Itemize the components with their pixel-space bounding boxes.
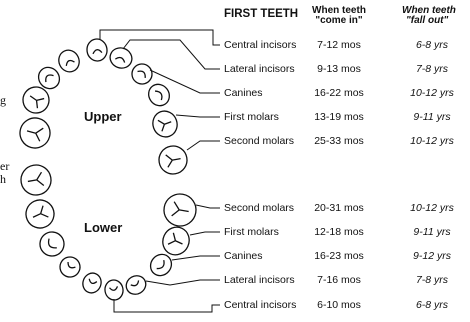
lower-second-molar-icon [19,163,54,198]
table-row-lower: Central incisors 6-10 mos 6-8 yrs [0,298,470,312]
header-come-in-line2: "come in" [308,16,370,26]
table-row-lower: Canines 16-23 mos 9-12 yrs [0,249,470,263]
table-row-upper: First molars 13-19 mos 9-11 yrs [0,110,470,124]
come-in-age: 7-16 mos [308,273,370,287]
tooth-name: Central incisors [224,38,296,52]
tooth-name: First molars [224,110,279,124]
table-row-upper: Second molars 25-33 mos 10-12 yrs [0,134,470,148]
come-in-age: 16-22 mos [308,86,370,100]
fall-out-age: 6-8 yrs [402,298,462,312]
table-row-lower: Second molars 20-31 mos 10-12 yrs [0,201,470,215]
come-in-age: 12-18 mos [308,225,370,239]
table-row-lower: First molars 12-18 mos 9-11 yrs [0,225,470,239]
come-in-age: 13-19 mos [308,110,370,124]
fall-out-age: 10-12 yrs [402,134,462,148]
tooth-name: Second molars [224,201,294,215]
cropped-text-fragment: h [0,173,6,186]
fall-out-age: 10-12 yrs [402,201,462,215]
fall-out-age: 6-8 yrs [402,38,462,52]
come-in-age: 6-10 mos [308,298,370,312]
fall-out-age: 7-8 yrs [402,62,462,76]
upper-second-molar-icon [157,144,189,176]
fall-out-age: 9-11 yrs [402,225,462,239]
tooth-name: Canines [224,86,263,100]
header-fall-out-line2: "fall out" [406,16,470,26]
tooth-name: Central incisors [224,298,296,312]
table-row-upper: Canines 16-22 mos 10-12 yrs [0,86,470,100]
come-in-age: 9-13 mos [308,62,370,76]
come-in-age: 7-12 mos [308,38,370,52]
fall-out-age: 7-8 yrs [402,273,462,287]
tooth-name: Lateral incisors [224,273,295,287]
fall-out-age: 10-12 yrs [402,86,462,100]
tooth-name: Second molars [224,134,294,148]
header-first-teeth: FIRST TEETH [224,9,298,19]
table-row-lower: Lateral incisors 7-16 mos 7-8 yrs [0,273,470,287]
tooth-name: Canines [224,249,263,263]
fall-out-age: 9-12 yrs [402,249,462,263]
fall-out-age: 9-11 yrs [402,110,462,124]
come-in-age: 25-33 mos [308,134,370,148]
table-row-upper: Lateral incisors 9-13 mos 7-8 yrs [0,62,470,76]
tooth-name: Lateral incisors [224,62,295,76]
come-in-age: 20-31 mos [308,201,370,215]
table-row-upper: Central incisors 7-12 mos 6-8 yrs [0,38,470,52]
come-in-age: 16-23 mos [308,249,370,263]
tooth-name: First molars [224,225,279,239]
